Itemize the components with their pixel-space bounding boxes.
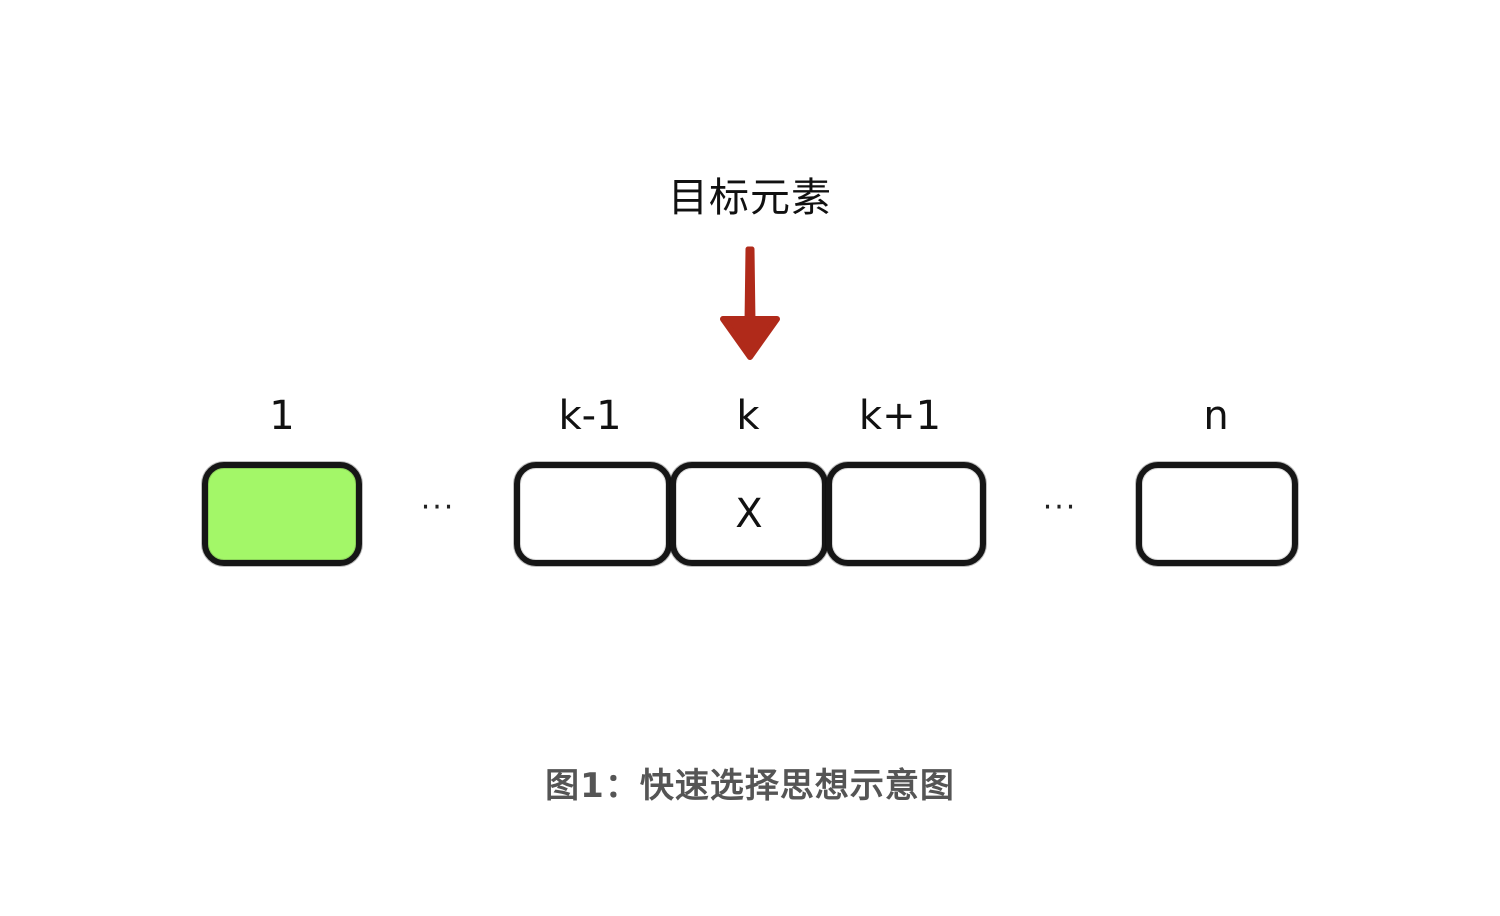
array-cell-k: X xyxy=(670,462,828,566)
figure-caption: 图1：快速选择思想示意图 xyxy=(545,766,955,806)
array-cell-k-minus-1 xyxy=(514,462,672,566)
cell-index-label-k: k xyxy=(736,393,760,439)
cell-value xyxy=(520,468,666,560)
cell-value xyxy=(208,468,356,560)
ellipsis-left: ··· xyxy=(420,490,456,525)
array-cell-first xyxy=(202,462,362,566)
cell-value-target: X xyxy=(735,491,763,537)
ellipsis-right: ··· xyxy=(1042,490,1078,525)
array-cell-last xyxy=(1136,462,1298,566)
cell-value xyxy=(1142,468,1292,560)
cell-index-label-k-plus-1: k+1 xyxy=(858,393,942,439)
cell-value xyxy=(832,468,980,560)
cell-index-label-k-minus-1: k-1 xyxy=(558,393,622,439)
down-arrow-icon xyxy=(720,246,780,360)
array-cell-k-plus-1 xyxy=(826,462,986,566)
target-element-label: 目标元素 xyxy=(668,175,832,221)
cell-index-label-first: 1 xyxy=(269,393,295,439)
cell-index-label-n: n xyxy=(1203,393,1229,439)
